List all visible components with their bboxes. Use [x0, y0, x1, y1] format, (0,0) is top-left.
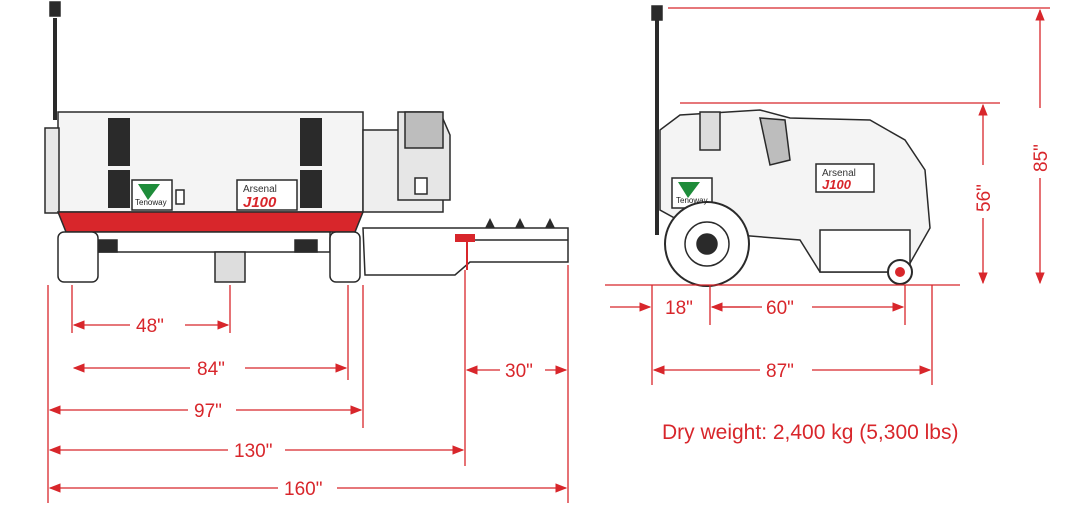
side-dimension-lines [47, 265, 569, 503]
dim-48: 48" [136, 316, 164, 337]
dim-60: 60" [766, 298, 794, 319]
side-logo-icon [138, 184, 160, 200]
dim-160: 160" [284, 479, 322, 500]
front-dimension-lines [605, 7, 1050, 385]
dim-30: 30" [505, 361, 533, 382]
front-model-text: J100 [822, 177, 852, 192]
dry-weight-label: Dry weight: 2,400 kg (5,300 lbs) [662, 421, 959, 444]
dim-56: 56" [974, 184, 995, 212]
side-logo-text: Tenoway [135, 198, 167, 207]
dim-18: 18" [665, 298, 693, 319]
front-brand-text: Arsenal [822, 168, 856, 179]
front-logo-text: Tenoway [676, 196, 708, 205]
dim-87: 87" [766, 361, 794, 382]
side-model-text: J100 [243, 194, 277, 211]
front-view-machine [651, 5, 931, 287]
front-logo-icon [678, 182, 700, 198]
dim-97: 97" [194, 401, 222, 422]
dim-130: 130" [234, 441, 272, 462]
dim-85: 85" [1031, 144, 1052, 172]
side-view-machine [44, 1, 569, 283]
dim-84: 84" [197, 359, 225, 380]
side-brand-text: Arsenal [243, 184, 277, 195]
